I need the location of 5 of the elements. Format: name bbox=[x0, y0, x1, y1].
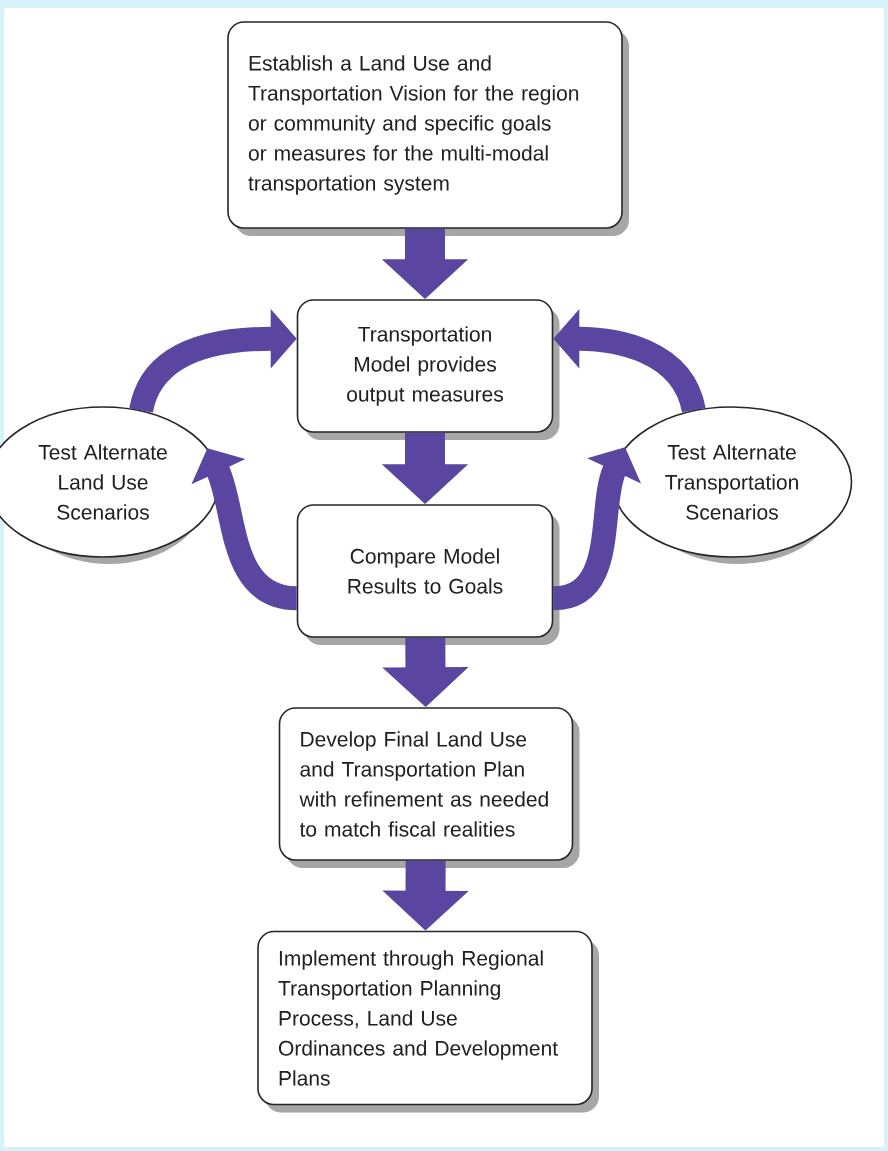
process-box: Develop Final Land Use and Transportation Plan with refinement as needed to match fiscal realities bbox=[278, 707, 580, 868]
process-box: Implement through Regional Transportation Planning Process, Land Use Ordinances and Development Plans bbox=[257, 930, 599, 1113]
process-box: Compare Model Results to Goals bbox=[296, 504, 560, 645]
process-box: Transportation Model provides output measures bbox=[296, 299, 560, 440]
process-box: Establish a Land Use and Transportation Vision for the region or community and specific goals or measures for the multi-modal transportation system bbox=[227, 21, 629, 236]
